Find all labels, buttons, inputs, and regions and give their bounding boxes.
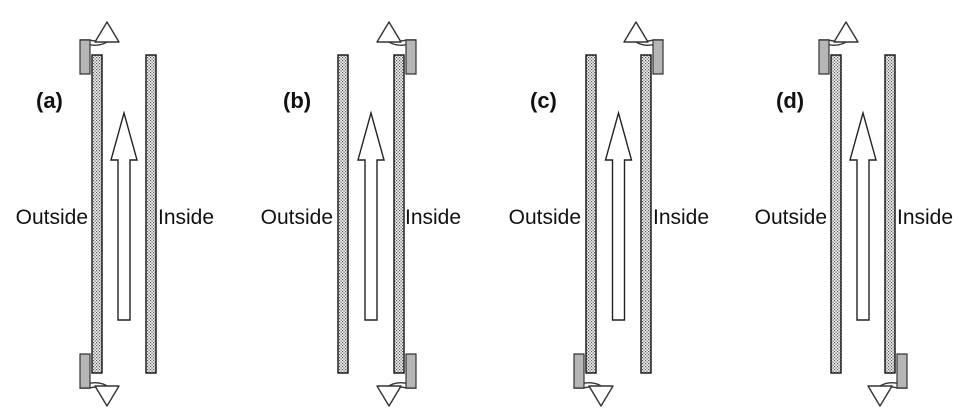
panel-label: (c): [530, 88, 557, 113]
outer-wall: [585, 54, 597, 374]
panel-label: (d): [776, 88, 804, 113]
outside-label: Outside: [261, 206, 333, 229]
loop-shade: [405, 39, 417, 75]
airflow-up-arrow: [357, 110, 385, 321]
inner-wall: [640, 54, 652, 374]
bottom-circulation-arrow: [79, 353, 120, 407]
inner-wall: [393, 54, 405, 374]
top-circulation-arrow: [376, 21, 417, 75]
panel-1: (a) Outside Inside: [16, 21, 214, 407]
outside-label: Outside: [16, 206, 88, 229]
panel-label: (b): [283, 88, 311, 113]
panel-4: (d) Outside Inside: [755, 21, 953, 407]
loop-arrowhead: [94, 21, 120, 43]
loop-shade: [896, 353, 908, 389]
airflow-up-arrow: [849, 110, 877, 321]
inner-wall: [884, 54, 896, 374]
loop-arrowhead: [376, 21, 402, 43]
outside-label: Outside: [509, 206, 581, 229]
inner-wall: [145, 54, 157, 374]
panel-3: (c) Outside Inside: [509, 21, 709, 407]
outer-wall: [91, 54, 103, 374]
outer-wall: [830, 54, 842, 374]
top-circulation-arrow: [818, 21, 859, 75]
loop-shade: [405, 353, 417, 389]
panel-label: (a): [36, 88, 63, 113]
airflow-up-arrow: [110, 110, 138, 321]
outer-wall: [337, 54, 349, 374]
inside-label: Inside: [405, 206, 461, 229]
loop-arrowhead: [94, 385, 120, 407]
loop-arrowhead: [588, 385, 614, 407]
top-circulation-arrow: [79, 21, 120, 75]
loop-shade: [79, 353, 91, 389]
bottom-circulation-arrow: [867, 353, 908, 407]
loop-arrowhead: [623, 21, 649, 43]
top-circulation-arrow: [623, 21, 664, 75]
bottom-circulation-arrow: [573, 353, 614, 407]
loop-arrowhead: [376, 385, 402, 407]
bottom-circulation-arrow: [376, 353, 417, 407]
inside-label: Inside: [653, 206, 709, 229]
inside-label: Inside: [897, 206, 953, 229]
loop-shade: [652, 39, 664, 75]
loop-arrowhead: [867, 385, 893, 407]
loop-shade: [818, 39, 830, 75]
outside-label: Outside: [755, 206, 827, 229]
airflow-up-arrow: [604, 110, 633, 321]
loop-arrowhead: [833, 21, 859, 43]
loop-shade: [79, 39, 91, 75]
inside-label: Inside: [158, 206, 214, 229]
panel-2: (b) Outside Inside: [261, 21, 461, 407]
loop-shade: [573, 353, 585, 389]
